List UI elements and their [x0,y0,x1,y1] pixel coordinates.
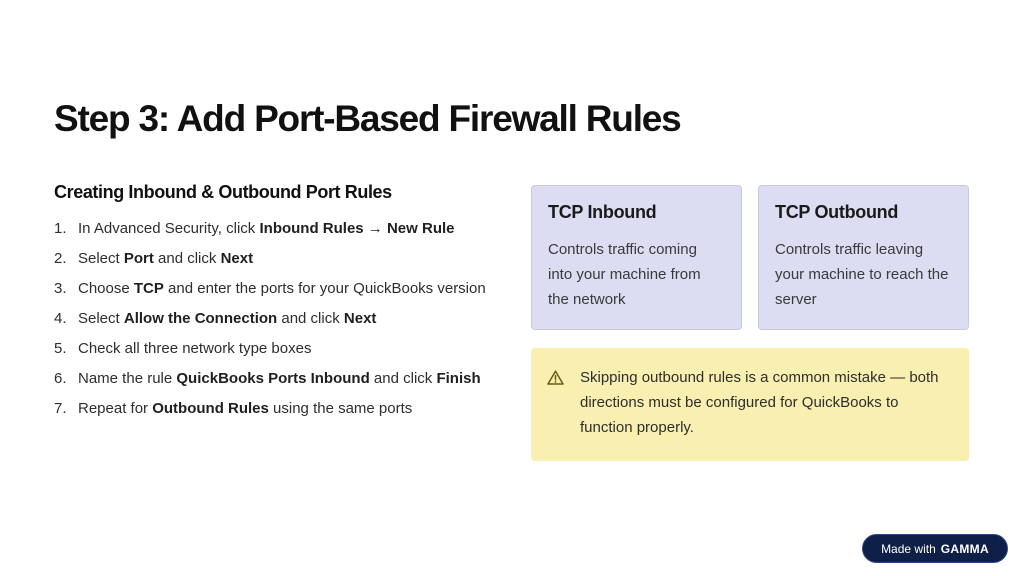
card-body: Controls traffic coming into your machin… [548,241,701,308]
card-body: Controls traffic leaving your machine to… [775,241,949,308]
step-number: 6. [54,370,67,387]
step-number: 1. [54,220,67,237]
warning-text: Skipping outbound rules is a common mist… [580,369,939,436]
steps-list: 1. In Advanced Security, click Inbound Ru… [54,217,504,421]
warning-triangle-icon [547,365,580,461]
step-item: 7. Repeat for Outbound Rules using the sa… [54,397,504,421]
step-text-run: In Advanced Security, click [78,220,260,237]
step-text: Check all three network type boxes [78,337,504,361]
page-title: Step 3: Add Port-Based Firewall Rules [54,98,682,139]
step-emphasis: Allow the Connection [123,310,278,327]
step-text-run: Select [78,310,124,327]
step-text-run: using the same ports [268,400,413,417]
card-title: TCP Outbound [775,202,899,222]
step-number: 4. [54,310,67,327]
badge-made-with: Made with [881,541,936,556]
step-text-run: Check all three network type boxes [78,340,312,357]
step-text-run: and click [369,370,437,387]
section-subheading: Creating Inbound & Outbound Port Rules [54,182,392,202]
step-item: 5. Check all three network type boxes [54,337,504,361]
step-text-run: Select [78,250,124,267]
step-text: Select Port and click Next [78,247,504,271]
step-text-run: and enter the ports for your QuickBooks … [163,280,486,297]
warning-callout: Skipping outbound rules is a common mist… [531,348,969,461]
step-emphasis: QuickBooks Ports Inbound [176,370,370,387]
card-title: TCP Inbound [548,202,657,222]
step-item: 6. Name the rule QuickBooks Ports Inbound… [54,367,504,391]
step-emphasis: Next [343,310,377,327]
step-emphasis: Port [123,250,154,267]
step-number: 5. [54,340,67,357]
made-with-gamma-badge[interactable]: Made with GAMMA [862,534,1008,563]
step-number: 2. [54,250,67,267]
tcp-inbound-card: TCP Inbound Controls traffic coming into… [531,185,742,330]
step-item: 4. Select Allow the Connection and click … [54,307,504,331]
step-text: Name the rule QuickBooks Ports Inbound a… [78,367,504,391]
step-item: 1. In Advanced Security, click Inbound Ru… [54,217,504,241]
step-text-run: and click [277,310,344,327]
step-text-run: Name the rule [78,370,177,387]
step-emphasis: Inbound Rules → New Rule [259,220,455,237]
step-text: Select Allow the Connection and click Ne… [78,307,504,331]
tcp-outbound-card: TCP Outbound Controls traffic leaving yo… [758,185,969,330]
step-emphasis: Outbound Rules [152,400,269,417]
instructions-column: Creating Inbound & Outbound Port Rules 1… [54,182,504,427]
step-text: In Advanced Security, click Inbound Rule… [78,217,504,241]
step-number: 3. [54,280,67,297]
gamma-logo: GAMMA [940,541,989,556]
step-text-run: Choose [78,280,134,297]
step-text-run: and click [153,250,221,267]
step-emphasis: Finish [436,370,481,387]
step-text: Repeat for Outbound Rules using the same… [78,397,504,421]
step-text: Choose TCP and enter the ports for your … [78,277,504,301]
step-emphasis: TCP [133,280,164,297]
step-item: 3. Choose TCP and enter the ports for you… [54,277,504,301]
step-emphasis: Next [220,250,254,267]
step-text-run: Repeat for [78,400,153,417]
step-number: 7. [54,400,67,417]
step-item: 2. Select Port and click Next [54,247,504,271]
